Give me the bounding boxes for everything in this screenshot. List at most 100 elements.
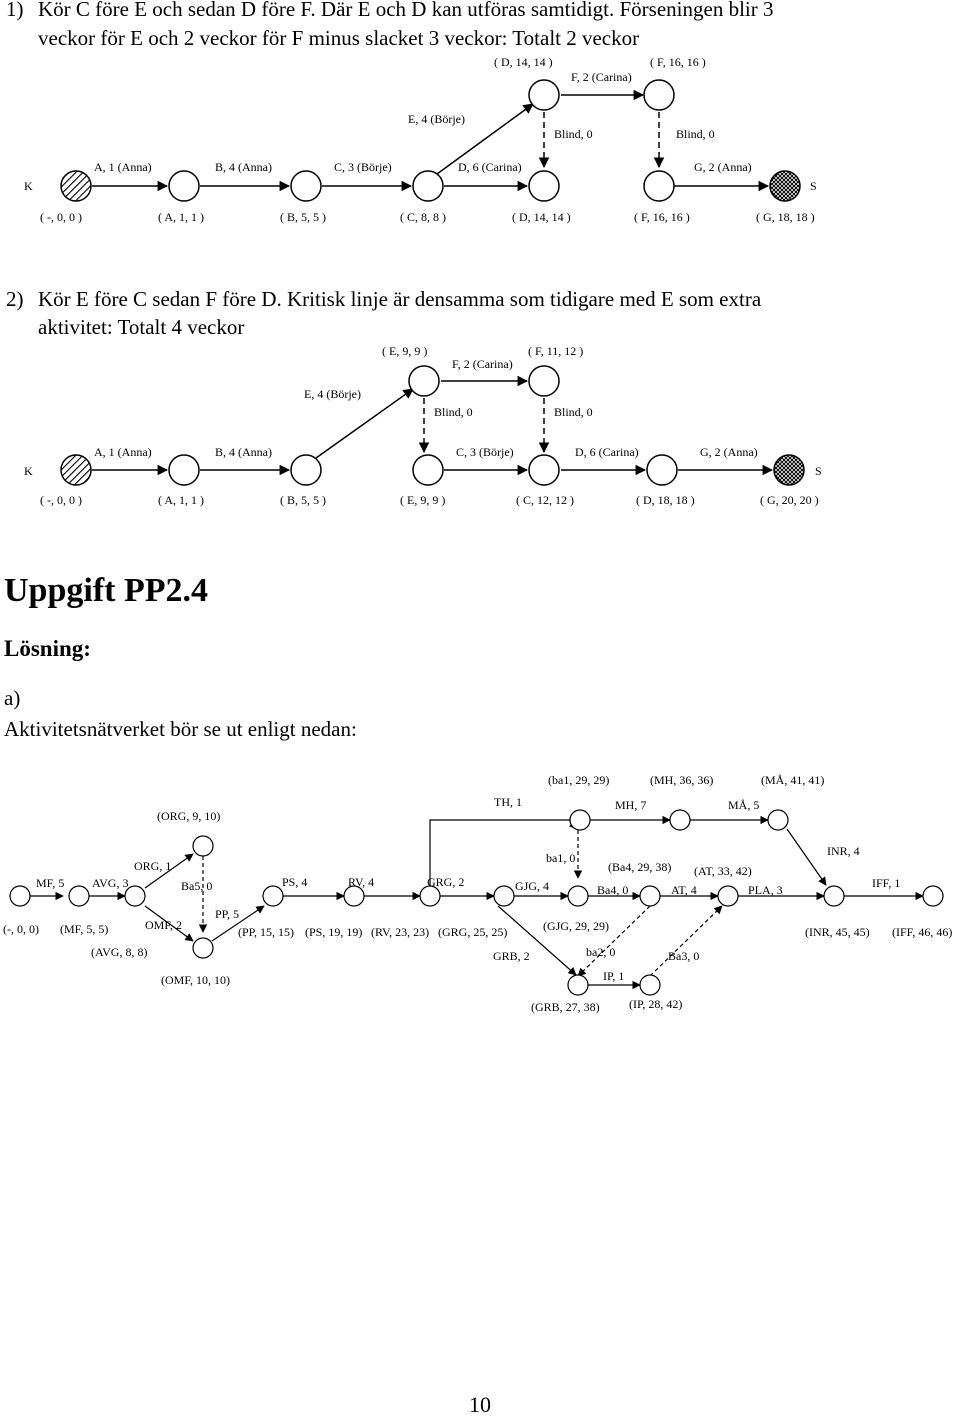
node-time: (AVG, 8, 8)	[91, 945, 147, 959]
end-node	[773, 454, 805, 486]
node	[408, 365, 440, 397]
activity-label: OMF, 2	[145, 918, 182, 932]
activity-label: ORG, 1	[134, 859, 171, 873]
node-time: ( C, 12, 12 )	[516, 493, 574, 507]
activity-label: MF, 5	[36, 876, 64, 890]
activity-label: IP, 1	[603, 969, 624, 983]
arrow	[786, 828, 827, 886]
activity-label: F, 2 (Carina)	[452, 357, 513, 371]
arrow	[144, 905, 194, 942]
activity-label: AT, 4	[671, 883, 697, 897]
network-diagram-2: K S A, 1 (Anna) B, 4 (Anna) C, 3 (Börje)…	[24, 344, 822, 507]
node	[922, 885, 944, 907]
node-time: ( F, 16, 16 )	[650, 55, 706, 69]
start-label: K	[24, 464, 33, 478]
node-time: (RV, 23, 23)	[371, 925, 429, 939]
node-time: (ba1, 29, 29)	[548, 773, 609, 787]
dummy-arrow	[577, 905, 651, 977]
solution-heading: Lösning:	[4, 636, 91, 661]
activity-label: GRG, 2	[427, 875, 464, 889]
node	[643, 79, 675, 111]
arrow	[436, 103, 534, 175]
node	[412, 454, 444, 486]
arrow	[144, 853, 194, 889]
activity-label: B, 4 (Anna)	[215, 445, 272, 459]
activity-label: G, 2 (Anna)	[694, 160, 752, 174]
node	[192, 937, 214, 959]
node-time: ( F, 16, 16 )	[634, 210, 690, 224]
node-time: ( A, 1, 1 )	[158, 210, 204, 224]
node	[569, 809, 591, 831]
activity-label: PP, 5	[215, 907, 239, 921]
activity-label: C, 3 (Börje)	[334, 160, 392, 174]
end-node	[769, 170, 801, 202]
node-time: ( G, 18, 18 )	[756, 210, 815, 224]
start-node	[60, 454, 92, 486]
node	[493, 885, 515, 907]
dummy-label: Ba4, 0	[597, 883, 628, 897]
node	[168, 170, 200, 202]
activity-label: MH, 7	[615, 798, 646, 812]
dummy-label: Blind, 0	[434, 405, 473, 419]
node-time: ( B, 5, 5 )	[280, 493, 326, 507]
end-label: S	[815, 464, 822, 478]
activity-label: GRB, 2	[493, 949, 530, 963]
activity-label: G, 2 (Anna)	[700, 445, 758, 459]
node-time: (PP, 15, 15)	[238, 925, 294, 939]
section1-line2: veckor för E och 2 veckor för F minus sl…	[38, 26, 640, 50]
node-time: (GRG, 25, 25)	[438, 925, 507, 939]
arrow	[315, 388, 414, 459]
node-time: ( -, 0, 0 )	[40, 493, 82, 507]
node-time: (ORG, 9, 10)	[157, 809, 220, 823]
activity-label: INR, 4	[827, 844, 860, 858]
start-node	[60, 170, 92, 202]
node-time: (PS, 19, 19)	[305, 925, 362, 939]
node-time: ( G, 20, 20 )	[760, 493, 819, 507]
dummy-label: Blind, 0	[554, 127, 593, 141]
node-time: ( E, 9, 9 )	[382, 344, 427, 358]
dummy-label: Ba5, 0	[181, 879, 212, 893]
node-time: (MÅ, 41, 41)	[761, 773, 824, 787]
node-time: ( D, 18, 18 )	[636, 493, 695, 507]
node-time: ( A, 1, 1 )	[158, 493, 204, 507]
node	[168, 454, 200, 486]
node-time: (MH, 36, 36)	[650, 773, 713, 787]
node	[639, 885, 661, 907]
part-a-text: Aktivitetsnätverket bör se ut enligt ned…	[4, 717, 357, 741]
section2-number: 2)	[6, 287, 24, 311]
node-time: (AT, 33, 42)	[694, 864, 752, 878]
node	[9, 885, 31, 907]
dummy-label: Blind, 0	[676, 127, 715, 141]
node-time: ( D, 14, 14 )	[512, 210, 571, 224]
node-time: (INR, 45, 45)	[805, 925, 870, 939]
activity-label: PLA, 3	[748, 883, 783, 897]
node	[528, 365, 560, 397]
arrow	[497, 905, 577, 976]
end-label: S	[810, 179, 817, 193]
node	[639, 974, 661, 996]
node	[646, 454, 678, 486]
node-time: (IP, 28, 42)	[629, 997, 682, 1011]
activity-label: D, 6 (Carina)	[575, 445, 639, 459]
activity-label: D, 6 (Carina)	[458, 160, 522, 174]
activity-label: MÅ, 5	[728, 798, 759, 812]
node-time: (-, 0, 0)	[3, 922, 39, 936]
section2-line1: Kör E före C sedan F före D. Kritisk lin…	[38, 287, 762, 311]
node-time: (GRB, 27, 38)	[531, 1000, 600, 1014]
page-heading: Uppgift PP2.4	[4, 572, 208, 609]
start-label: K	[24, 179, 33, 193]
node	[68, 885, 90, 907]
dummy-label: ba2, 0	[586, 945, 615, 959]
node-time: ( E, 9, 9 )	[400, 493, 445, 507]
activity-label: TH, 1	[494, 795, 522, 809]
node	[528, 170, 560, 202]
network-diagram-1: K S A, 1 (Anna) B, 4 (Anna) C, 3 (Börje)…	[24, 55, 817, 224]
node	[124, 885, 146, 907]
node	[343, 885, 365, 907]
part-a-label: a)	[4, 686, 21, 710]
activity-label: RV, 4	[348, 875, 374, 889]
network-diagram-3: MF, 5 AVG, 3 ORG, 1 Ba5, 0 OMF, 2 PP, 5 …	[3, 773, 952, 1014]
node	[419, 885, 441, 907]
dummy-label: ba1, 0	[546, 851, 575, 865]
activity-label: E, 4 (Börje)	[304, 387, 361, 401]
